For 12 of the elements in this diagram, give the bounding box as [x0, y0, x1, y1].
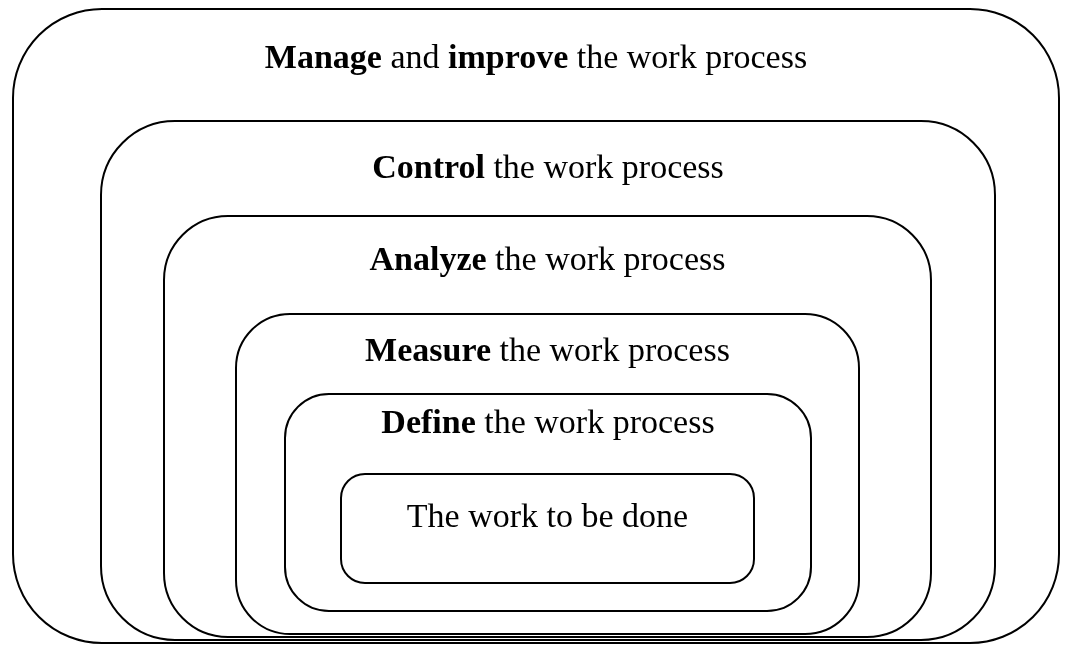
rounded-box — [340, 473, 755, 584]
box-title: Manage and improve the work process — [264, 38, 808, 76]
rounded-box — [235, 313, 860, 635]
rounded-box — [284, 393, 812, 612]
box-title: Control the work process — [372, 148, 724, 186]
box-title: Analyze the work process — [369, 240, 726, 278]
box-title: Define the work process — [381, 403, 715, 441]
rounded-box — [12, 8, 1060, 644]
box-title: Measure the work process — [365, 331, 730, 369]
box-title: The work to be done — [406, 497, 689, 535]
rounded-box — [163, 215, 932, 638]
rounded-box — [100, 120, 996, 641]
